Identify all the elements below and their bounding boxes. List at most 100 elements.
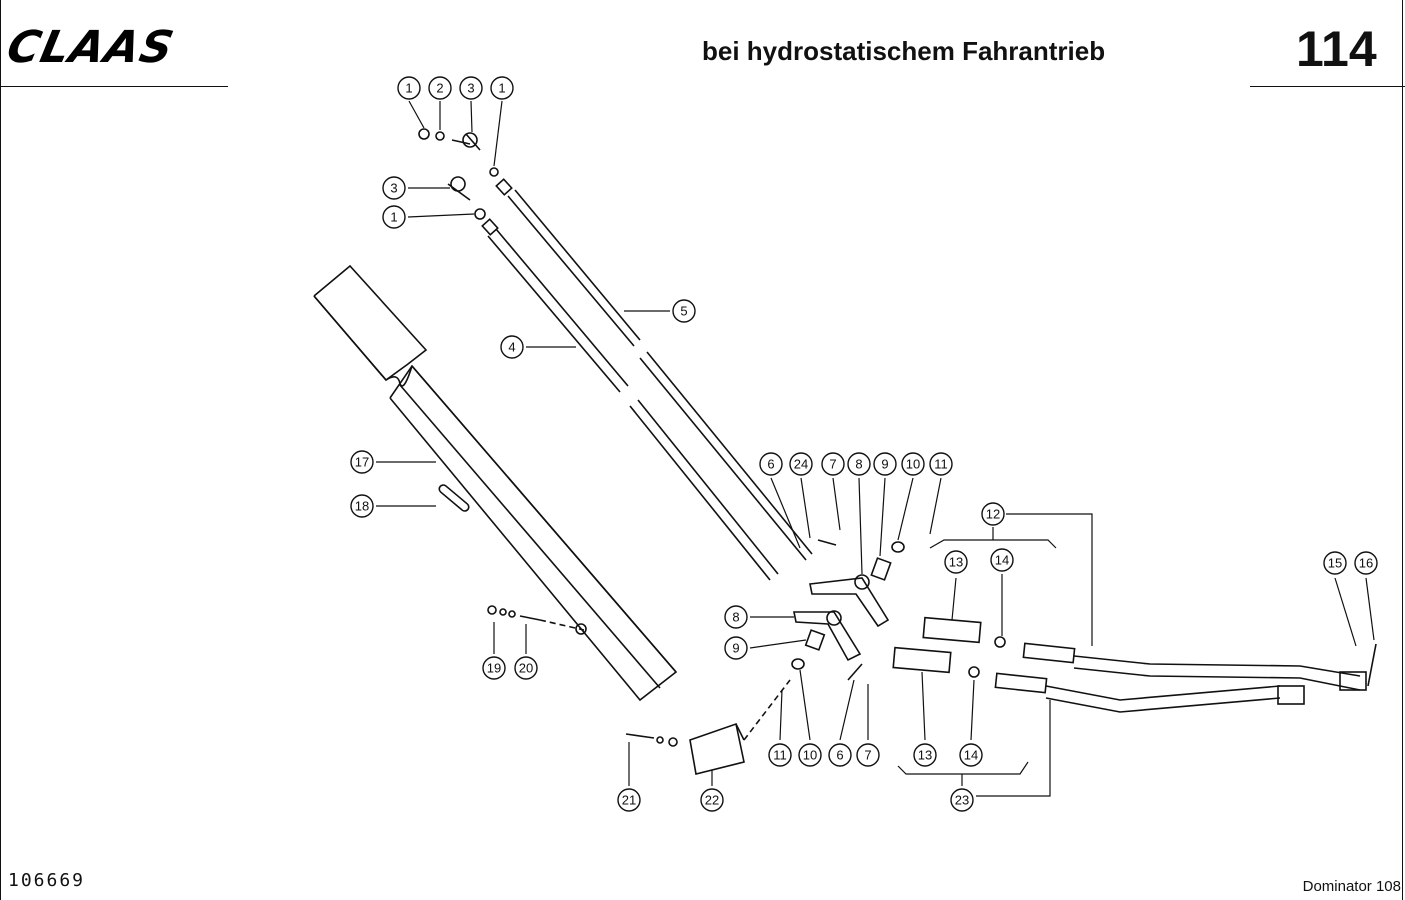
callout-20: 20 [514,656,538,680]
callout-16: 16 [1354,551,1378,575]
callout-circle [428,76,452,100]
callout-label: 3 [390,181,397,196]
callout-13: 13 [944,550,968,574]
callout-24: 24 [789,452,813,476]
lever-8-upper-drawing [809,539,905,628]
callout-14: 14 [959,743,983,767]
callout-6: 6 [759,452,783,476]
callout-circle [724,636,748,660]
callout-circle [913,743,937,767]
callout-label: 6 [767,457,774,472]
frame-left-border [0,0,1,900]
callout-label: 22 [705,793,719,808]
rod-4-drawing [481,218,779,581]
rod-12-drawing [1022,642,1377,691]
callout-label: 17 [355,455,369,470]
callout-label: 8 [732,610,739,625]
callout-circle [382,205,406,229]
callout-circle [382,176,406,200]
callout-label: 13 [949,555,963,570]
plate-22-drawing [625,679,791,775]
callout-circle [700,788,724,812]
callout-circle [1354,551,1378,575]
callout-label: 9 [881,457,888,472]
callout-8: 8 [724,605,748,629]
callout-label: 13 [918,748,932,763]
callout-1: 1 [382,205,406,229]
callout-11: 11 [929,452,953,476]
leader-lines [376,100,1375,797]
callout-13: 13 [913,743,937,767]
rod-5-drawing [495,178,813,561]
callout-5: 5 [672,299,696,323]
callout-label: 15 [1328,556,1342,571]
callout-circle [981,502,1005,526]
callout-label: 1 [405,81,412,96]
callout-circle [990,548,1014,572]
page-title: bei hydrostatischem Fahrantrieb [702,36,1106,66]
callout-10: 10 [901,452,925,476]
callout-label: 12 [986,507,1000,522]
callout-8: 8 [847,452,871,476]
callout-label: 3 [467,81,474,96]
callout-label: 10 [906,457,920,472]
callout-circle [514,656,538,680]
callout-label: 9 [732,641,739,656]
link-18-drawing [438,484,470,512]
callout-label: 23 [955,793,969,808]
callout-circle [821,452,845,476]
callout-label: 11 [773,748,787,763]
callout-15: 15 [1323,551,1347,575]
callout-23: 23 [950,788,974,812]
callout-circle [929,452,953,476]
callout-18: 18 [350,494,374,518]
callout-3: 3 [459,76,483,100]
callout-circle [1323,551,1347,575]
callout-circle [944,550,968,574]
callout-circle [798,743,822,767]
callout-label: 10 [803,748,817,763]
callout-label: 7 [829,457,836,472]
callout-label: 4 [508,340,515,355]
callout-label: 8 [855,457,862,472]
callout-circle [350,494,374,518]
callout-circle [950,788,974,812]
page-number: 114 [1296,21,1377,77]
callout-circle [500,335,524,359]
callout-label: 21 [622,793,636,808]
callout-17: 17 [350,450,374,474]
frame-right-border [1402,0,1403,900]
callout-circle [459,76,483,100]
sleeve-13-lower-drawing [892,646,980,678]
callout-9: 9 [724,636,748,660]
lever-8-lower-drawing [791,610,863,681]
callout-circle [856,743,880,767]
header-rule-left [0,86,228,87]
callout-4: 4 [500,335,524,359]
rod-23-drawing [994,672,1305,713]
callout-9: 9 [873,452,897,476]
upper-fasteners-drawing [418,128,499,220]
callout-12: 12 [981,502,1005,526]
callout-7: 7 [821,452,845,476]
callout-label: 6 [836,748,843,763]
model-name: Dominator 108 [1302,878,1401,895]
callout-circle [482,656,506,680]
callout-22: 22 [700,788,724,812]
callout-label: 2 [436,81,443,96]
header-rule-right [1250,86,1405,87]
cover-channel-17-drawing [313,264,678,702]
callout-label: 24 [794,457,808,472]
callout-circle [828,743,852,767]
callout-label: 1 [498,81,505,96]
callout-circle [350,450,374,474]
callout-circle [672,299,696,323]
document-number: 106669 [8,870,86,891]
callout-label: 16 [1359,556,1373,571]
callout-circle [397,76,421,100]
callout-circle [873,452,897,476]
fastener-19-20-drawing [487,605,587,635]
callout-1: 1 [490,76,514,100]
